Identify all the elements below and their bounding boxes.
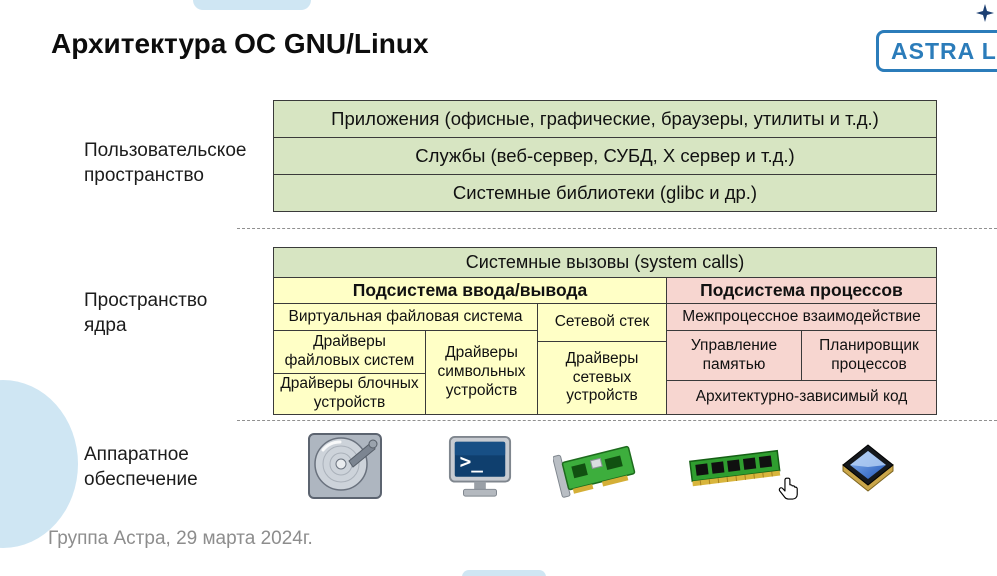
footer-credit: Группа Астра, 29 марта 2024г. [48,528,313,549]
cell-block-drivers: Драйверы блочных устройств [273,373,426,415]
terminal-icon: >_ [447,433,513,501]
cell-char-drivers: Драйверы символьных устройств [425,330,538,415]
cursor-hand-icon [777,476,799,502]
label-hardware: Аппаратное обеспечение [84,444,198,491]
hdd-icon [303,430,385,504]
network-card-icon [553,438,645,500]
userspace-row-libraries: Системные библиотеки (glibc и др.) [273,174,937,212]
decoration-top-pill [193,0,311,10]
astra-linux-logo: ASTRA LIN [876,30,997,72]
kernel-system-calls: Системные вызовы (system calls) [273,247,937,278]
cell-fs-drivers: Драйверы файловых систем [273,330,426,374]
cell-network-drivers: Драйверы сетевых устройств [537,341,667,415]
io-subsystem-header: Подсистема ввода/вывода [273,277,667,304]
cell-vfs: Виртуальная файловая система [273,303,538,331]
cell-arch-dependent-code: Архитектурно-зависимый код [666,380,937,415]
cell-network-stack: Сетевой стек [537,303,667,342]
userspace-row-applications: Приложения (офисные, графические, браузе… [273,100,937,138]
divider-user-kernel [237,228,997,229]
divider-kernel-hardware [237,420,997,421]
astra-linux-logo-text: ASTRA LIN [891,37,997,64]
page-title: Архитектура ОС GNU/Linux [51,28,429,59]
process-subsystem-header: Подсистема процессов [666,277,937,304]
label-kernel-space: Пространство ядра [84,290,208,337]
cell-ipc: Межпроцессное взаимодействие [666,303,937,331]
cell-scheduler: Планировщик процессов [801,330,937,381]
userspace-row-services: Службы (веб-сервер, СУБД, X сервер и т.д… [273,137,937,175]
astra-star-icon [976,4,994,22]
label-user-space: Пользовательское пространство [84,140,247,187]
decoration-bottom-pill [462,570,546,576]
cell-memory-management: Управление памятью [666,330,802,381]
cpu-icon [841,443,895,495]
ram-icon [688,444,782,492]
decoration-left-blob [0,380,78,548]
terminal-prompt: >_ [460,450,484,473]
